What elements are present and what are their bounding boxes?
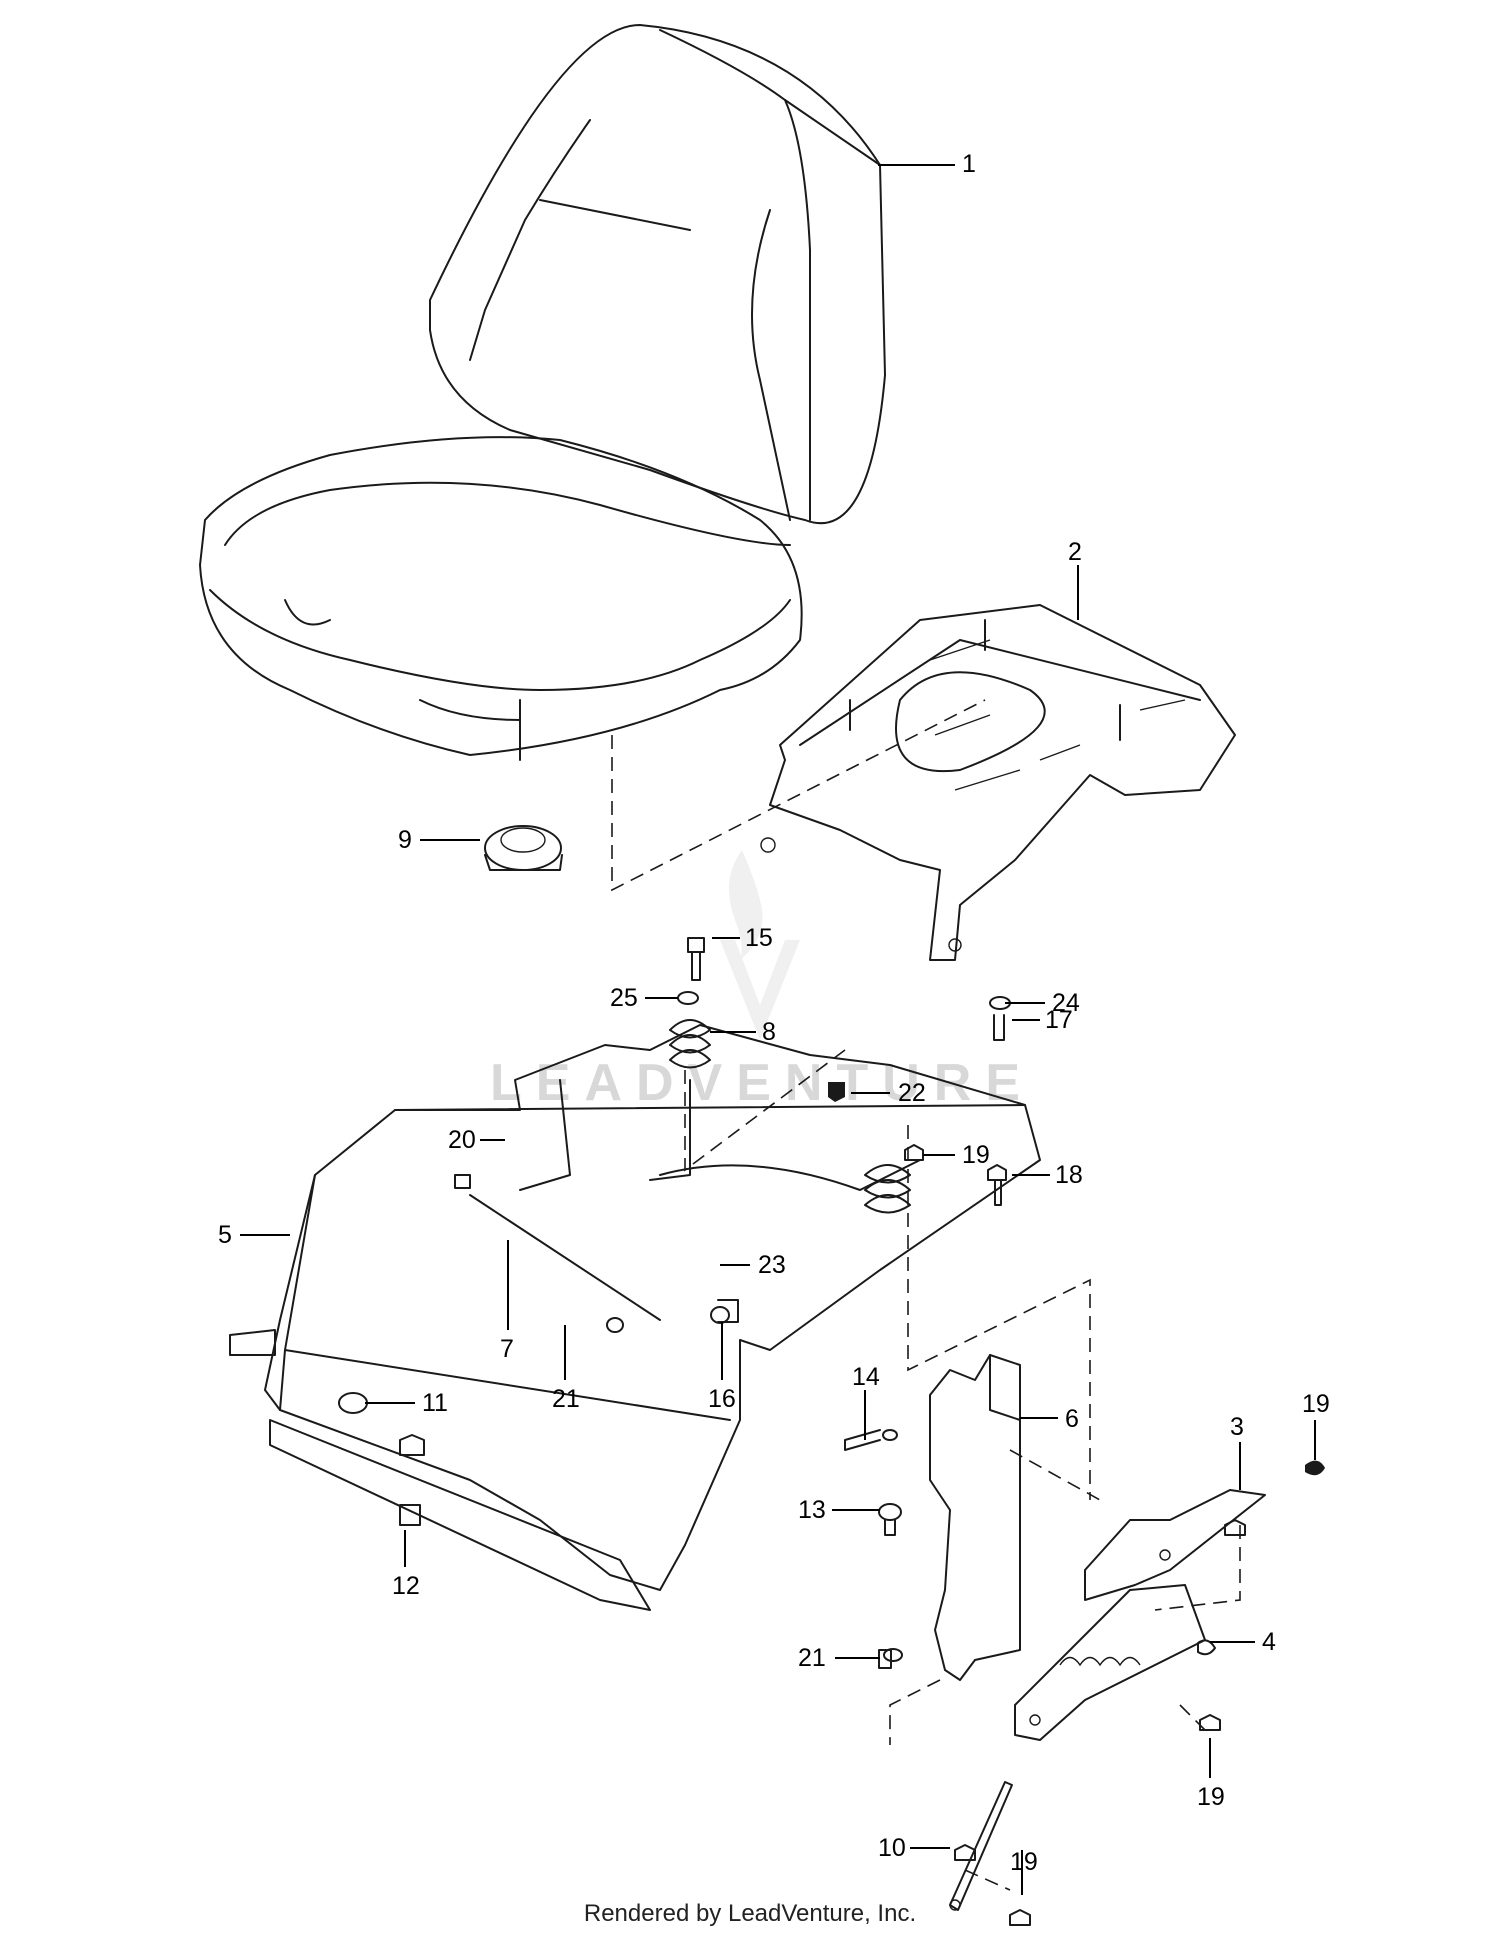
callout-19-right: 19 [1197,1783,1225,1811]
callout-3: 3 [1230,1413,1244,1441]
callout-8: 8 [762,1018,776,1046]
callout-21-bottom: 21 [798,1644,826,1672]
callout-2: 2 [1068,538,1082,566]
side-bracket [929,1354,1021,1681]
seat-switch [484,825,563,871]
callout-4: 4 [1262,1628,1276,1656]
callout-7: 7 [500,1335,514,1363]
callout-5: 5 [218,1221,232,1249]
slotted-adjuster [1014,1584,1206,1741]
callout-20: 20 [448,1126,476,1154]
callout-16: 16 [708,1385,736,1413]
callout-14: 14 [852,1363,880,1391]
callout-1: 1 [962,150,976,178]
callout-25: 25 [610,984,638,1012]
watermark-logo [720,850,800,1040]
seat-mount-plate [760,604,1236,961]
callout-17: 17 [1045,1006,1073,1034]
seat-springs [669,1019,911,1214]
latch-bracket [1084,1489,1266,1601]
callout-19-bottom: 19 [1010,1848,1038,1876]
callout-18: 18 [1055,1161,1083,1189]
link-rod [949,1781,1013,1911]
hardware [399,937,1325,1926]
callout-19-mid: 19 [962,1141,990,1169]
callout-12: 12 [392,1572,420,1600]
footer-credit: Rendered by LeadVenture, Inc. [583,1900,917,1927]
callout-15: 15 [745,924,773,952]
callout-10: 10 [878,1834,906,1862]
callout-6: 6 [1065,1405,1079,1433]
callout-9: 9 [398,826,412,854]
callout-21-left: 21 [552,1385,580,1413]
seat-cushion [199,24,886,761]
callout-11: 11 [422,1389,448,1417]
callout-leaders [240,164,1316,1895]
seat-base-pan [229,1024,1041,1611]
callout-13: 13 [798,1496,826,1524]
assembly-lines [611,699,1241,1891]
callout-19-top: 19 [1302,1390,1330,1418]
watermark-text: LEADVENTURE [490,1054,1034,1112]
callout-24: 24 [1052,989,1080,1017]
callout-22: 22 [898,1079,926,1107]
callout-labels: 1 2 3 4 5 6 7 8 9 10 11 12 13 14 15 16 1… [218,150,1330,1876]
callout-23: 23 [758,1251,786,1279]
